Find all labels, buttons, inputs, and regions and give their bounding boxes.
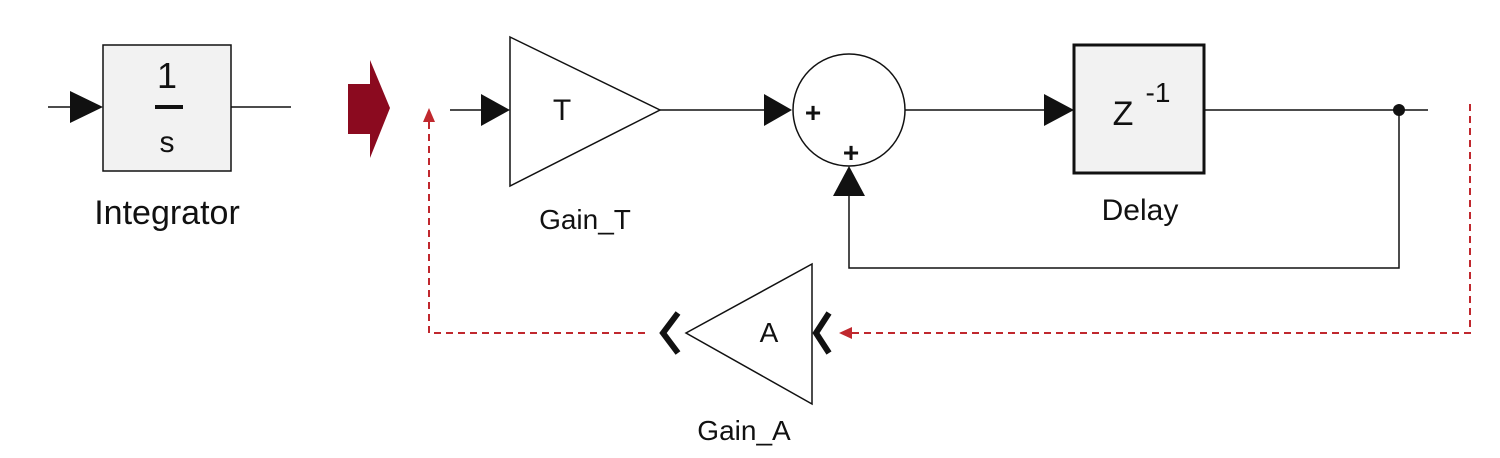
gain-t-block[interactable]: T <box>450 35 662 188</box>
dashed-signal-into-gain-a <box>852 104 1471 334</box>
integrator-denominator: s <box>160 126 175 159</box>
gain-a-symbol: A <box>760 317 779 348</box>
sum-input-port-1-icon[interactable] <box>764 94 792 126</box>
sum-sign-1: + <box>805 97 821 128</box>
integrator-numerator: 1 <box>157 55 177 96</box>
dashed-signal-out-of-gain-a <box>428 122 645 334</box>
gain-t-label: Gain_T <box>539 204 631 235</box>
gain-a-label: Gain_A <box>697 415 791 446</box>
feedback-line <box>848 110 1400 269</box>
gain-a-input-port-icon[interactable] <box>812 311 832 355</box>
integrator-label: Integrator <box>94 194 240 232</box>
gain-t-symbol: T <box>553 94 571 127</box>
delay-exponent: -1 <box>1146 77 1171 108</box>
sum-input-port-2-icon[interactable] <box>833 166 865 196</box>
integrator-block[interactable]: 1 s <box>48 44 291 172</box>
gain-a-triangle[interactable] <box>684 262 813 406</box>
delay-input-port-icon[interactable] <box>1044 94 1074 126</box>
delay-block[interactable]: Z -1 <box>1072 43 1206 175</box>
dashed-arrowhead-left-icon <box>839 327 852 339</box>
sum-sign-2: + <box>843 137 859 168</box>
sum-block[interactable]: + + <box>792 53 906 168</box>
delay-box[interactable] <box>1072 43 1206 175</box>
gain-t-triangle[interactable] <box>509 35 662 188</box>
gain-a-output-port-icon[interactable] <box>659 311 681 355</box>
gain-a-block[interactable]: A <box>659 262 832 406</box>
gain-t-input-port-icon[interactable] <box>481 94 510 126</box>
delay-base: Z <box>1113 95 1134 133</box>
dashed-feedback-signal <box>423 104 1471 339</box>
integrator-input-port-icon[interactable] <box>70 91 103 123</box>
right-block-arrow-icon <box>348 60 390 158</box>
dashed-arrowhead-up-icon <box>423 108 435 122</box>
delay-label: Delay <box>1102 194 1179 227</box>
